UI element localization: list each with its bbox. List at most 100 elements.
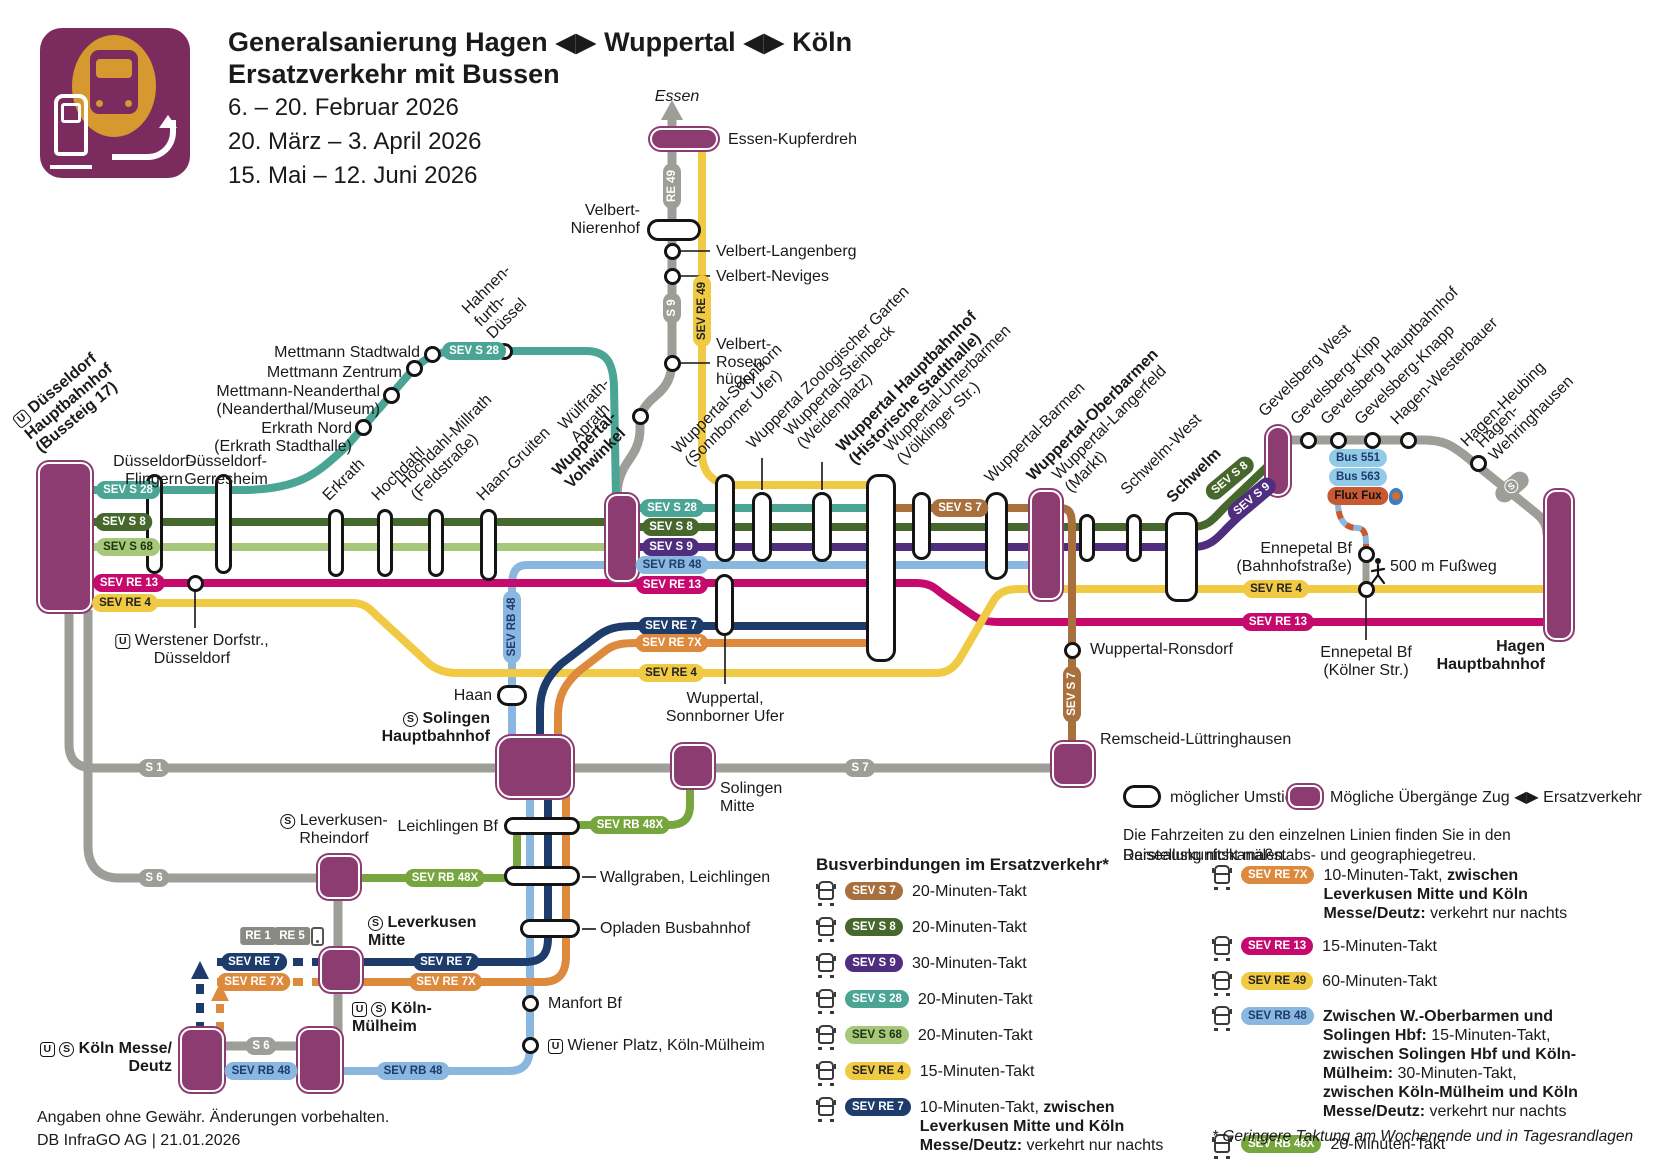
label-koeln-messe: U S Köln Messe/Deutz [39, 1040, 172, 1075]
bus-icon [816, 989, 836, 1014]
station-solingen-mitte [672, 744, 714, 788]
label-ennepetal-koelner: Ennepetal Bf(Kölner Str.) [1320, 644, 1412, 679]
station-sonnborner-ufer [715, 574, 734, 636]
date-range-1: 6. – 20. Februar 2026 [228, 94, 459, 121]
label-duesseldorf-gerresheim: Düsseldorf-Gerresheim [184, 453, 268, 488]
badge-sev-rb-48x: SEV RB 48X [589, 816, 671, 834]
route-sev-re13 [92, 579, 1550, 626]
station-koeln-messe-deutz [180, 1028, 224, 1092]
station-erkrath-nord [354, 418, 372, 436]
badge-sev-s-28: SEV S 28 [442, 342, 506, 360]
legend-row-text: 20-Minuten-Takt [912, 919, 1027, 936]
station-wuppertal-vohwinkel [606, 494, 638, 582]
label-velbert-neviges: Velbert-Neviges [716, 268, 829, 285]
badge-sev-re-7x: SEV RE 7X [635, 634, 709, 652]
label-leichlingen: Leichlingen Bf [397, 818, 498, 835]
route-sev-re7x-north [554, 639, 872, 738]
ersatzverkehr-bus-logo [40, 28, 190, 178]
label-essen-kupferdreh: Essen-Kupferdreh [728, 131, 857, 148]
legend-row-text: 20-Minuten-Takt [917, 1027, 1033, 1044]
re7-night-arrow [191, 961, 209, 979]
badge-sev-re-13: SEV RE 13 [1241, 613, 1315, 631]
interchange-sample-pill [1123, 785, 1161, 808]
station-remscheid-luettringhausen [1052, 742, 1094, 786]
station-wallgraben [504, 866, 580, 886]
station-leichlingen-bf [504, 817, 580, 835]
station-wuppertal-ronsdorf [1063, 641, 1081, 659]
badge-s-6: S 6 [138, 869, 170, 887]
station-gevelsberg-kipp [1299, 431, 1317, 449]
station-duesseldorf-gerresheim [215, 474, 232, 574]
label-fussweg: 500 m Fußweg [1390, 558, 1497, 575]
label-wiener-platz: U Wiener Platz, Köln-Mülheim [548, 1037, 765, 1055]
badge-s-1: S 1 [138, 759, 170, 777]
station-ennepetal-bahnhofstrasse [1357, 545, 1375, 563]
badge-sev-s-28: SEV S 28 [640, 499, 704, 517]
essen-direction-arrow [661, 100, 683, 120]
badge-sev-re-7: SEV RE 7 [221, 953, 287, 971]
station-haan [497, 685, 527, 706]
route-s6-a [83, 610, 330, 883]
bus-icon [1212, 971, 1232, 996]
bus-icon [1212, 1006, 1232, 1031]
badge-sev-s-28: SEV S 28 [96, 481, 160, 499]
bus-icon [816, 881, 836, 906]
station-mettmann-zentrum [405, 359, 423, 377]
bus-icon [1212, 1134, 1232, 1159]
date-range-2: 20. März – 3. April 2026 [228, 128, 482, 155]
station-wuppertal-barmen [985, 492, 1008, 580]
badge-sev-re-7: SEV RE 7 [413, 953, 479, 971]
bus-icon [1212, 865, 1232, 890]
badge-flux-fux: Flux Fux [1327, 487, 1389, 505]
legend-footnote: * Geringere Taktung am Wochenende und in… [1212, 1128, 1634, 1145]
interchange-white-label: möglicher Umstieg [1170, 789, 1303, 806]
page-title-line1: Generalsanierung Hagen ◀▶ Wuppertal ◀▶ K… [228, 27, 853, 57]
re7x-night-arrow [211, 983, 229, 1001]
badge-sev-s-7: SEV S 7 [1063, 665, 1081, 723]
publisher-line: DB InfraGO AG | 21.01.2026 [37, 1132, 241, 1149]
badge-s-6: S 6 [245, 1037, 277, 1055]
badge-sev-s-9: SEV S 9 [642, 538, 700, 556]
badge-sev-rb-48x: SEV RB 48X [1241, 1135, 1322, 1153]
label-velbert-langenberg: Velbert-Langenberg [716, 243, 857, 260]
legend-row-sev-rb-48: SEV RB 48 Zwischen W.-Oberbarmen und Soli… [1212, 1006, 1584, 1121]
legend-note-2: Darstellung nicht maßstabs- und geograph… [1123, 847, 1477, 864]
station-wiener-platz [521, 1036, 539, 1054]
badge-sev-s-8: SEV S 8 [845, 918, 903, 936]
label-essen: Essen [654, 88, 700, 105]
label-mettmann-stadtwald: Mettmann Stadtwald [274, 344, 420, 361]
legend-row-text: 10-Minuten-Takt, zwischen Leverkusen Mit… [1323, 867, 1568, 922]
badge-sev-s-7: SEV S 7 [845, 882, 903, 900]
badge-sev-rb-48: SEV RB 48 [1241, 1007, 1314, 1025]
train-icon [54, 94, 88, 156]
interchange-hub-label: Mögliche Übergänge Zug ◀▶ Ersatzverkehr [1330, 789, 1642, 806]
station-leverkusen-rheindorf [318, 855, 360, 899]
station-manfort-bf [521, 994, 539, 1012]
label-velbert-rosenhuegel: Velbert-Rosen-hügel [716, 336, 772, 388]
badge-sev-s-8: SEV S 8 [642, 518, 700, 536]
replacement-arrow-icon [112, 120, 176, 160]
date-range-3: 15. Mai – 12. Juni 2026 [228, 162, 478, 189]
station-hochdahl-millrath [428, 509, 444, 577]
phone-icon [311, 927, 324, 946]
label-ennepetal-bahnhofstrasse: Ennepetal Bf(Bahnhofstraße) [1236, 540, 1352, 575]
label-mettmann-neanderthal: Mettmann-Neanderthal(Neanderthal/Museum) [216, 383, 380, 418]
badge-sev-rb-48: SEV RB 48 [224, 1062, 298, 1080]
bus-legend-header: Busverbindungen im Ersatzverkehr* [816, 855, 1109, 874]
label-manfort: Manfort Bf [548, 995, 622, 1012]
legend-row-text: Zwischen W.-Oberbarmen und Solingen Hbf:… [1322, 1008, 1578, 1120]
station-wuppertal-unterbarmen [912, 492, 931, 560]
label-duesseldorf-flingern: Düsseldorf-Flingern [113, 453, 195, 488]
badge-re-1: RE 1 [240, 927, 276, 945]
badge-sev-re-49: SEV RE 49 [1241, 972, 1314, 990]
badge-s-9: S 9 [663, 292, 681, 324]
station-wuppertal-oberbarmen [1030, 490, 1062, 600]
station-velbert-nierenhof [647, 219, 701, 241]
